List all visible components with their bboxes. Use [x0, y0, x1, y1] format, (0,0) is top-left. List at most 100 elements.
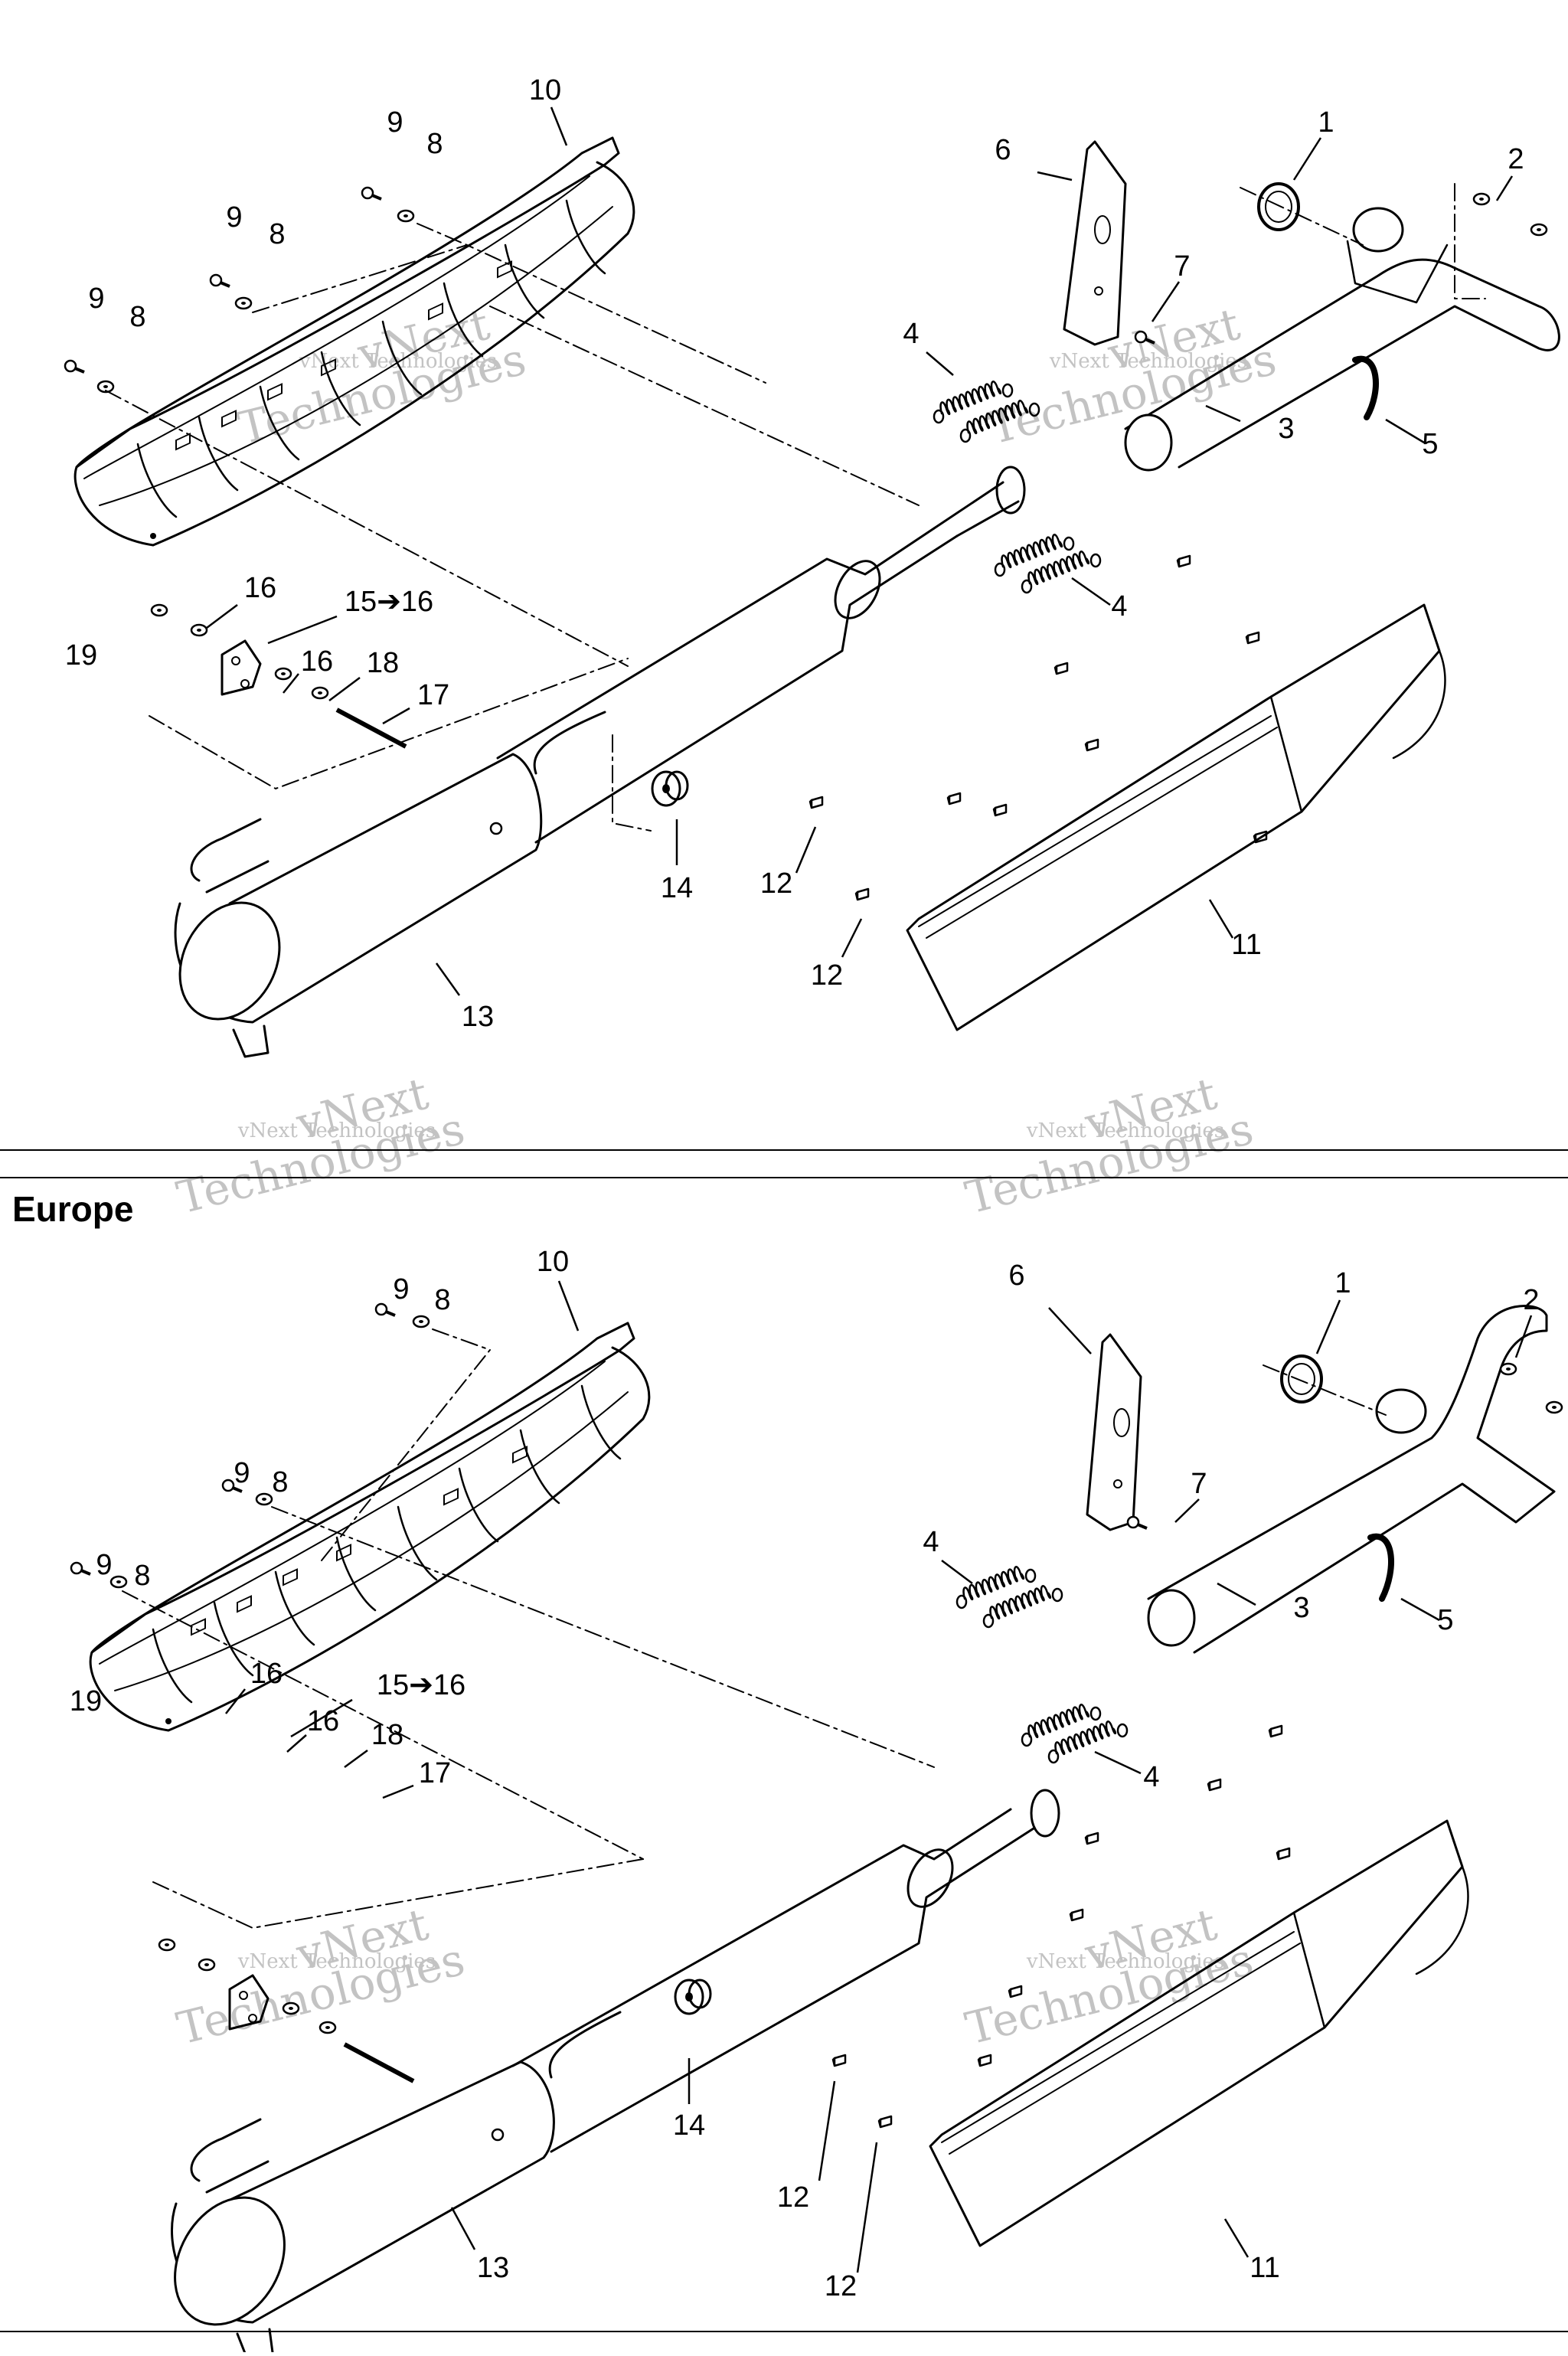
callout-9b: 9: [226, 201, 242, 234]
callout-9c: 9: [96, 1549, 112, 1581]
clip-12-4: [1008, 1985, 1023, 1998]
screw-9-3-head: [64, 359, 77, 373]
leader-11: [1208, 899, 1234, 939]
muffler-outlet: [232, 1024, 270, 1058]
bushing-16-a: [190, 623, 208, 637]
nut-19: [158, 1938, 176, 1952]
dash-studs: [1454, 183, 1486, 299]
clip-12-2: [854, 887, 870, 901]
callout-6: 6: [1008, 1260, 1024, 1292]
washer-18: [311, 686, 329, 700]
callout-2: 2: [1523, 1284, 1539, 1316]
watermark-line3: vNext Technologies: [299, 350, 497, 373]
spring-4-b-coil: [966, 400, 1029, 435]
heat-shield-slot-5: [428, 302, 443, 321]
heat-shield-upper: [89, 1322, 651, 1732]
spring-4-a-hook-right: [1024, 1568, 1037, 1583]
leader-10: [550, 106, 568, 146]
heat-shield-slot-3: [267, 383, 283, 401]
spring-4-d-hook-left: [1021, 579, 1033, 594]
callout-8a: 8: [426, 128, 443, 160]
pipe-resonator-band: [834, 560, 881, 619]
leader-6: [1048, 1307, 1092, 1354]
screw-9-1: [361, 186, 382, 201]
watermark-line3: vNext Technologies: [1049, 350, 1247, 373]
pipe-inlet-neck: [933, 481, 1020, 538]
screw-9-3-shank: [74, 367, 85, 374]
callout-16b: 16: [307, 1705, 339, 1737]
bushing-16-a-hole: [197, 629, 201, 632]
bolt-17: [343, 2042, 415, 2083]
header-pipe-3: [1124, 258, 1560, 469]
washer-8-1: [397, 209, 415, 223]
spring-4-c-hook-right: [1089, 1706, 1102, 1721]
heat-shield-lower: [906, 603, 1446, 1031]
callout-16a: 16: [250, 1658, 283, 1690]
washer-8-3-hole: [116, 1580, 121, 1583]
heat-shield-slot-4: [321, 358, 336, 377]
dash-bracket: [152, 1858, 644, 1929]
bracket-6: [1063, 140, 1127, 346]
dash-screw2: [271, 1506, 935, 1768]
callout-16a: 16: [244, 572, 276, 604]
callout-5: 5: [1437, 1604, 1453, 1636]
shield-fasteners: [70, 1302, 430, 1589]
lower-shield-fold: [918, 715, 1278, 939]
lower-shield-fold: [941, 1931, 1301, 2155]
bolt-17: [335, 707, 407, 749]
muffler-body: [171, 2060, 555, 2324]
callout-7: 7: [1191, 1468, 1207, 1500]
clip-12-1: [808, 796, 824, 809]
clip-12-5: [1069, 1908, 1084, 1922]
clip-12-5: [1054, 662, 1069, 675]
clip-12-7: [1207, 1778, 1222, 1792]
spring-4-b: [982, 1585, 1063, 1629]
nut-2-a: [1472, 192, 1491, 206]
header-assembly: [933, 140, 1560, 594]
heat-shield-rib-4: [335, 1536, 377, 1612]
screw-9-2: [209, 273, 230, 288]
spring-4-b-hook-right: [1028, 402, 1040, 417]
screw-9-3-head: [70, 1561, 83, 1575]
leader-6: [1037, 171, 1073, 181]
leader-18: [328, 677, 361, 701]
leader-2: [1495, 175, 1514, 201]
heat-shield-top-edge: [90, 1322, 635, 1654]
gasket-1: [1280, 1354, 1323, 1403]
leader-4a: [941, 1560, 973, 1584]
heat-shield-upper: [74, 136, 635, 547]
screw-9-2-head: [221, 1479, 235, 1492]
lower-shield-outline: [929, 1819, 1464, 2247]
gasket-1-inner: [1288, 1363, 1315, 1395]
screw-7-head: [1134, 330, 1148, 344]
callout-16b: 16: [301, 645, 333, 678]
spring-4-b-hook-left: [959, 428, 972, 443]
leader-13: [450, 2207, 476, 2250]
heat-shield-rib-7: [504, 243, 545, 319]
spring-4-d-coil: [1054, 1720, 1117, 1756]
heat-shield-rib-8: [565, 199, 606, 275]
header-pipe-3: [1147, 1305, 1556, 1654]
callout-10: 10: [529, 74, 561, 106]
heat-shield-rib-6: [443, 282, 484, 358]
header-pipe-3-end: [1124, 413, 1173, 472]
spring-4-d: [1047, 1720, 1129, 1764]
nut-19-hole: [157, 609, 162, 612]
dash-screw1: [416, 223, 468, 246]
heat-shield-slot-3: [283, 1568, 298, 1586]
spring-4-a-hook-left: [933, 409, 945, 424]
washer-8-3: [109, 1575, 128, 1589]
spring-4-c-hook-right: [1063, 536, 1075, 551]
header-pipe-3-end: [1147, 1589, 1196, 1647]
lower-shield-outline: [906, 603, 1441, 1031]
spring-4-c-hook-left: [994, 562, 1006, 577]
gasket-1-inner: [1265, 191, 1292, 223]
clip-12-2: [877, 2115, 893, 2129]
heat-shield-rib-3: [259, 385, 300, 461]
callout-14: 14: [673, 2109, 705, 2142]
